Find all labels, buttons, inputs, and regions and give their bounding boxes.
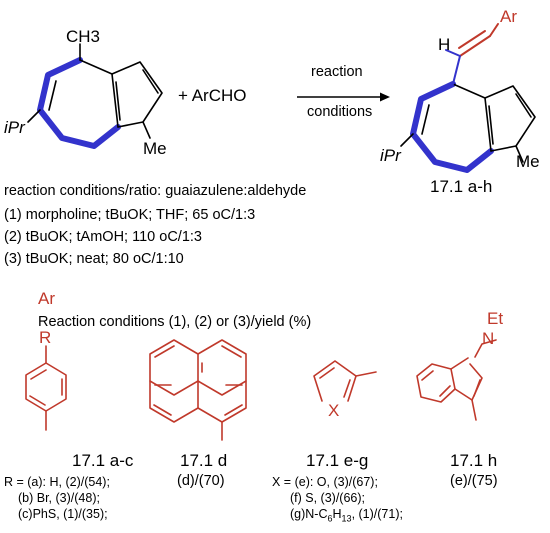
note-c: (c)PhS, (1)/(35); (18, 507, 108, 521)
product-seven-ring-highlight (410, 81, 494, 173)
condition-3: (3) tBuOK; neat; 80 oC/1:10 (4, 251, 184, 267)
reaction-arrow (297, 92, 390, 102)
note-e: X = (e): O, (3)/(67); (272, 475, 378, 489)
note-b: (b) Br, (3)/(48); (18, 491, 100, 505)
arrow-label-top: reaction (311, 64, 363, 80)
product-me-label: Me (516, 152, 540, 171)
compound-label-e-g: 17.1 e-g (306, 451, 369, 470)
note-d: (d)/(70) (177, 473, 225, 489)
ar-x-label: X (328, 401, 340, 420)
product-ipr-bond (400, 133, 414, 147)
product-vinyl-double-bond (458, 30, 491, 57)
reactant-ipr-bond (27, 109, 41, 123)
reactant-me-bond (142, 121, 151, 139)
condition-1: (1) morpholine; tBuOK; THF; 65 oC/1:3 (4, 207, 256, 223)
compound-label-h: 17.1 h (450, 451, 498, 470)
product-ipr-label: iPr (380, 146, 401, 165)
product-five-ring-bonds (484, 85, 536, 152)
product-h-label: H (438, 35, 451, 54)
reagent-label: + ArCHO (178, 86, 247, 105)
note-a: R = (a): H, (2)/(54); (4, 475, 110, 489)
reactant-seven-ring-highlight (37, 57, 121, 149)
reactant-guaiazulene (27, 43, 163, 149)
ar-section-subtitle: Reaction conditions (1), (2) or (3)/yiel… (38, 314, 312, 330)
ar-structure-phenyl (25, 345, 67, 431)
note-h: (e)/(75) (450, 473, 498, 489)
arrow-label-bottom: conditions (307, 104, 373, 120)
ar-et-label: Et (487, 309, 504, 328)
product-ar-bond (489, 23, 499, 37)
product-ar-label: Ar (500, 7, 517, 26)
ar-section-title: Ar (38, 289, 55, 308)
note-g: (g)N-C6H13, (1)/(71); (290, 507, 403, 524)
product-double-bonds (421, 93, 532, 145)
product-seven-ring-bonds (452, 83, 492, 152)
conditions-heading: reaction conditions/ratio: guaiazulene:a… (4, 183, 307, 199)
compound-label-d: 17.1 d (180, 451, 228, 470)
ar-r-label: R (39, 328, 52, 347)
reactant-five-ring-bonds (111, 61, 163, 128)
product-h-bond (445, 49, 461, 57)
product-me-bond (515, 145, 524, 163)
ar-structure-indole (416, 339, 497, 421)
product-vinyl-bond-1 (452, 55, 461, 85)
ar-n-label: N (482, 329, 495, 348)
note-f: (f) S, (3)/(66); (290, 491, 366, 505)
ar-structure-heterocycle (313, 360, 377, 402)
ar-structure-pyrene (149, 339, 247, 441)
product-structure (400, 23, 536, 173)
reactant-ch3-label: CH3 (66, 27, 101, 46)
compound-label-a-c: 17.1 a-c (72, 451, 134, 470)
reactant-me-label: Me (143, 139, 167, 158)
reactant-seven-ring-bonds (79, 59, 119, 128)
product-compound-label: 17.1 a-h (430, 177, 493, 196)
reactant-ipr-label: iPr (4, 118, 25, 137)
condition-2: (2) tBuOK; tAmOH; 110 oC/1:3 (4, 229, 202, 245)
reactant-double-bonds (48, 69, 159, 121)
